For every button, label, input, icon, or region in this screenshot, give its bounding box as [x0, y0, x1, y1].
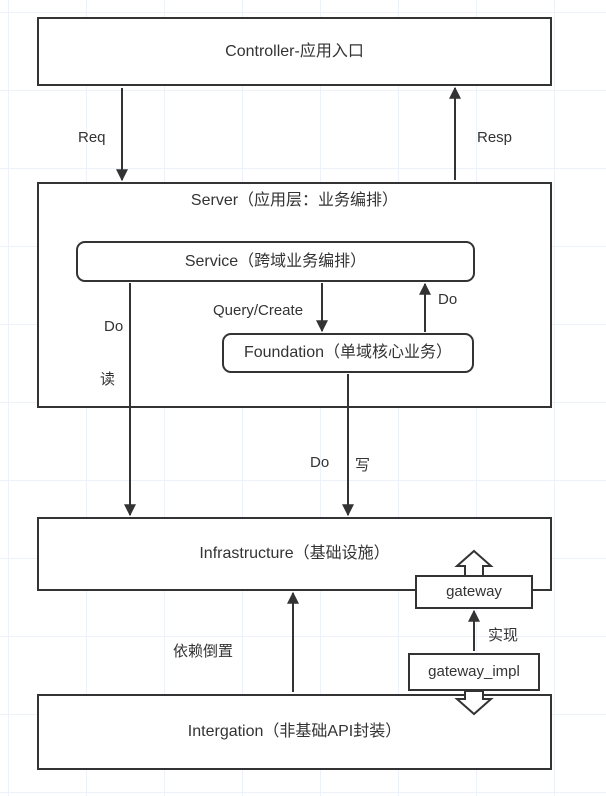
node-foundation-label: Foundation（单域核心业务） [243, 344, 453, 362]
node-foundation: Foundation（单域核心业务） [222, 333, 474, 373]
node-server-label: Server（应用层：业务编排） [190, 192, 399, 209]
edge-label-do-service-read: Do [104, 318, 124, 335]
node-integration-label: Intergation（非基础API封装） [187, 723, 402, 741]
node-gateway-label: gateway [446, 583, 502, 600]
edge-label-write: 写 [355, 457, 371, 474]
edge-label-do-foundation-to-service: Do [438, 291, 458, 308]
node-integration: Intergation（非基础API封装） [37, 694, 552, 770]
node-gateway-impl-label: gateway_impl [428, 663, 520, 680]
node-gateway-impl: gateway_impl [408, 653, 540, 691]
edge-label-do-write: Do [310, 454, 330, 471]
node-infrastructure-label: Infrastructure（基础设施） [199, 545, 390, 563]
node-service-label: Service（跨域业务编排） [184, 252, 367, 270]
node-service: Service（跨域业务编排） [76, 241, 475, 282]
node-controller: Controller-应用入口 [37, 17, 552, 86]
edge-label-implement: 实现 [488, 627, 519, 644]
node-controller-label: Controller-应用入口 [225, 42, 364, 60]
edge-label-req: Req [78, 129, 106, 146]
edge-label-query-create: Query/Create [213, 302, 304, 319]
edge-label-dependency-inversion: 依赖倒置 [173, 643, 234, 660]
node-gateway: gateway [415, 575, 533, 609]
edge-label-read: 读 [100, 371, 116, 388]
edge-label-resp: Resp [477, 129, 513, 146]
